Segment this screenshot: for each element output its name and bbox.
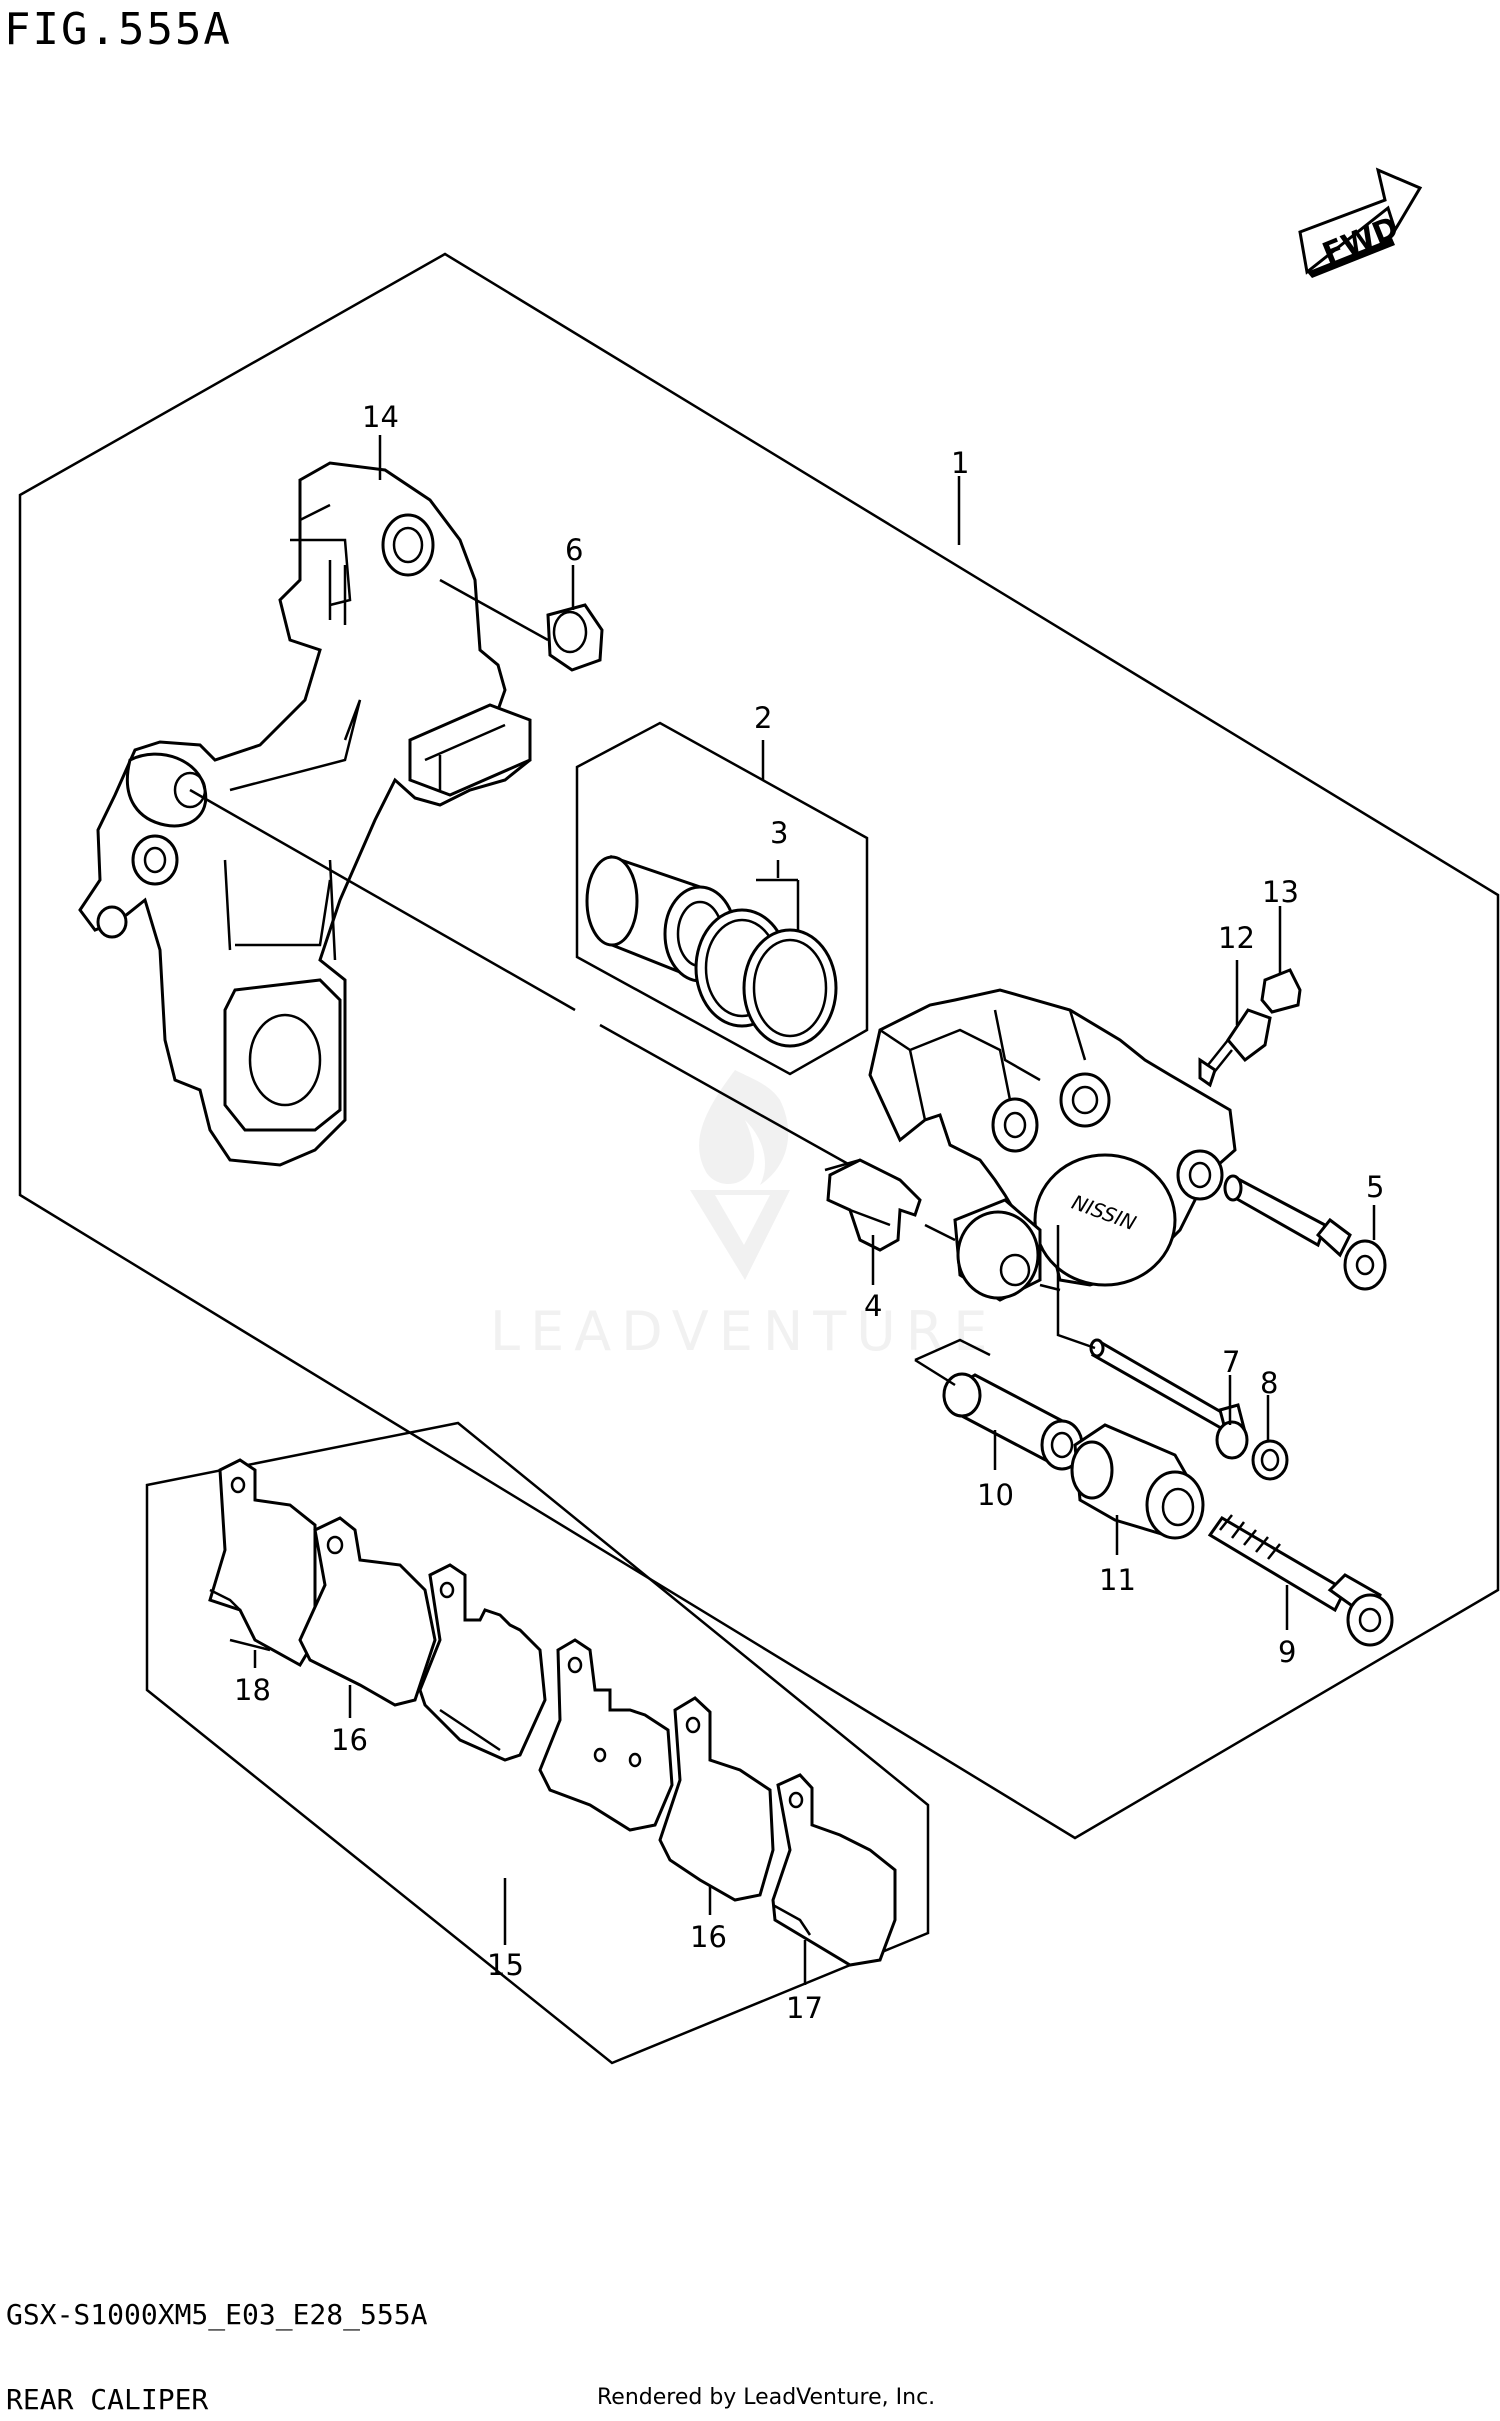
pin-7 <box>1089 1338 1249 1460</box>
callout-9: 9 <box>1278 1635 1296 1669</box>
leadventure-watermark: LEADVENTURE <box>490 1070 997 1363</box>
callout-16-left: 16 <box>331 1723 368 1757</box>
piston-kit-box <box>575 721 869 1076</box>
pad-spring-4 <box>824 1158 922 1252</box>
v-logo-icon <box>690 1190 790 1280</box>
figure-title: FIG.555A <box>4 4 232 55</box>
callout-6: 6 <box>565 533 583 567</box>
callout-12: 12 <box>1218 921 1255 955</box>
callout-16-right: 16 <box>690 1920 727 1954</box>
bleeder-12 <box>1198 1008 1272 1088</box>
boot-6 <box>546 603 604 672</box>
callout-10: 10 <box>977 1478 1014 1512</box>
callout-leaders <box>253 435 1376 1985</box>
model-code: GSX-S1000XM5_E03_E28_555A <box>6 2298 428 2331</box>
sleeve-10 <box>942 1372 1084 1471</box>
callout-14: 14 <box>362 400 399 434</box>
boot-11 <box>1070 1423 1205 1540</box>
fwd-arrow-icon: FWD <box>1298 167 1423 278</box>
exploded-leader-lines <box>189 578 1096 1387</box>
flame-icon <box>699 1070 789 1185</box>
bolt-9 <box>1207 1514 1394 1647</box>
bleeder-cap-13 <box>1260 968 1302 1014</box>
callout-18: 18 <box>234 1673 271 1707</box>
callout-8: 8 <box>1260 1366 1278 1400</box>
callout-1: 1 <box>951 446 969 480</box>
callout-11: 11 <box>1099 1563 1136 1597</box>
callout-7: 7 <box>1222 1345 1240 1379</box>
sleeve <box>953 1198 1042 1302</box>
seal-3 <box>694 908 838 1048</box>
caliper-bracket <box>78 461 532 1167</box>
callout-labels: 1 2 3 4 5 6 7 8 9 10 11 12 13 14 15 16 1… <box>234 400 1384 2025</box>
callout-3: 3 <box>770 816 788 850</box>
callout-2: 2 <box>754 701 772 735</box>
watermark-text: LEADVENTURE <box>490 1300 997 1363</box>
callout-13: 13 <box>1262 875 1299 909</box>
callout-5: 5 <box>1366 1170 1384 1204</box>
callout-15: 15 <box>487 1948 524 1982</box>
caliper-assembly-box <box>18 252 1500 1840</box>
figure-subtitle: REAR CALIPER <box>6 2383 209 2416</box>
pad-set-box <box>145 1421 930 2065</box>
callout-4: 4 <box>864 1289 882 1323</box>
boot-8 <box>1251 1439 1289 1481</box>
brake-pads <box>208 1458 897 1967</box>
caliper-body: NISSIN <box>868 988 1237 1287</box>
callout-17: 17 <box>786 1991 823 2025</box>
slide-pin-5 <box>1223 1174 1387 1291</box>
render-credit: Rendered by LeadVenture, Inc. <box>597 2385 936 2410</box>
